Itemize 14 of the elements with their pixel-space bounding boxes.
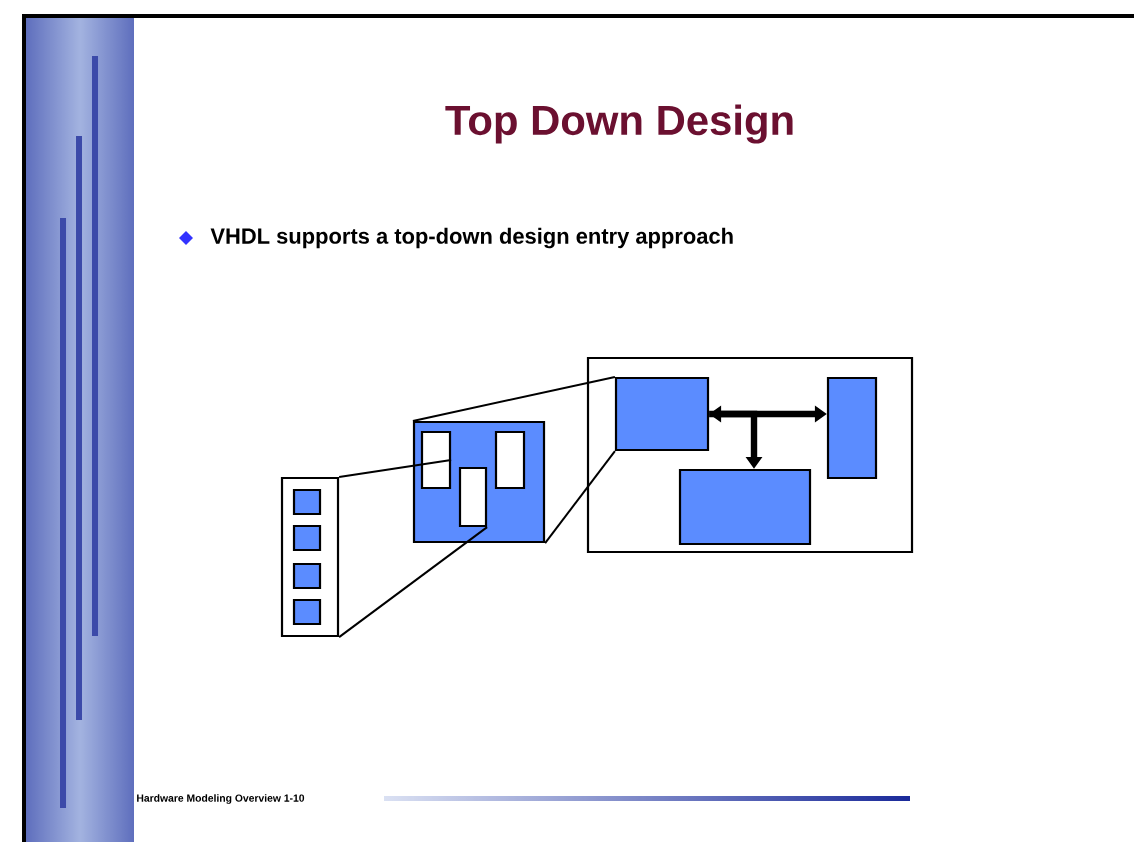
projection-line xyxy=(338,459,453,478)
block-box xyxy=(292,562,322,590)
block-box xyxy=(614,376,710,452)
slide-title: Top Down Design xyxy=(445,104,793,144)
block-box xyxy=(494,430,526,490)
projection-line xyxy=(544,450,616,545)
bullet-text: VHDL supports a top-down design entry approach xyxy=(210,227,733,249)
block-box xyxy=(678,468,812,546)
block-box xyxy=(292,598,322,626)
block-box xyxy=(420,430,452,490)
block-box xyxy=(292,524,322,552)
block-box xyxy=(292,488,322,516)
block-box xyxy=(458,466,488,528)
block-box xyxy=(826,376,878,480)
